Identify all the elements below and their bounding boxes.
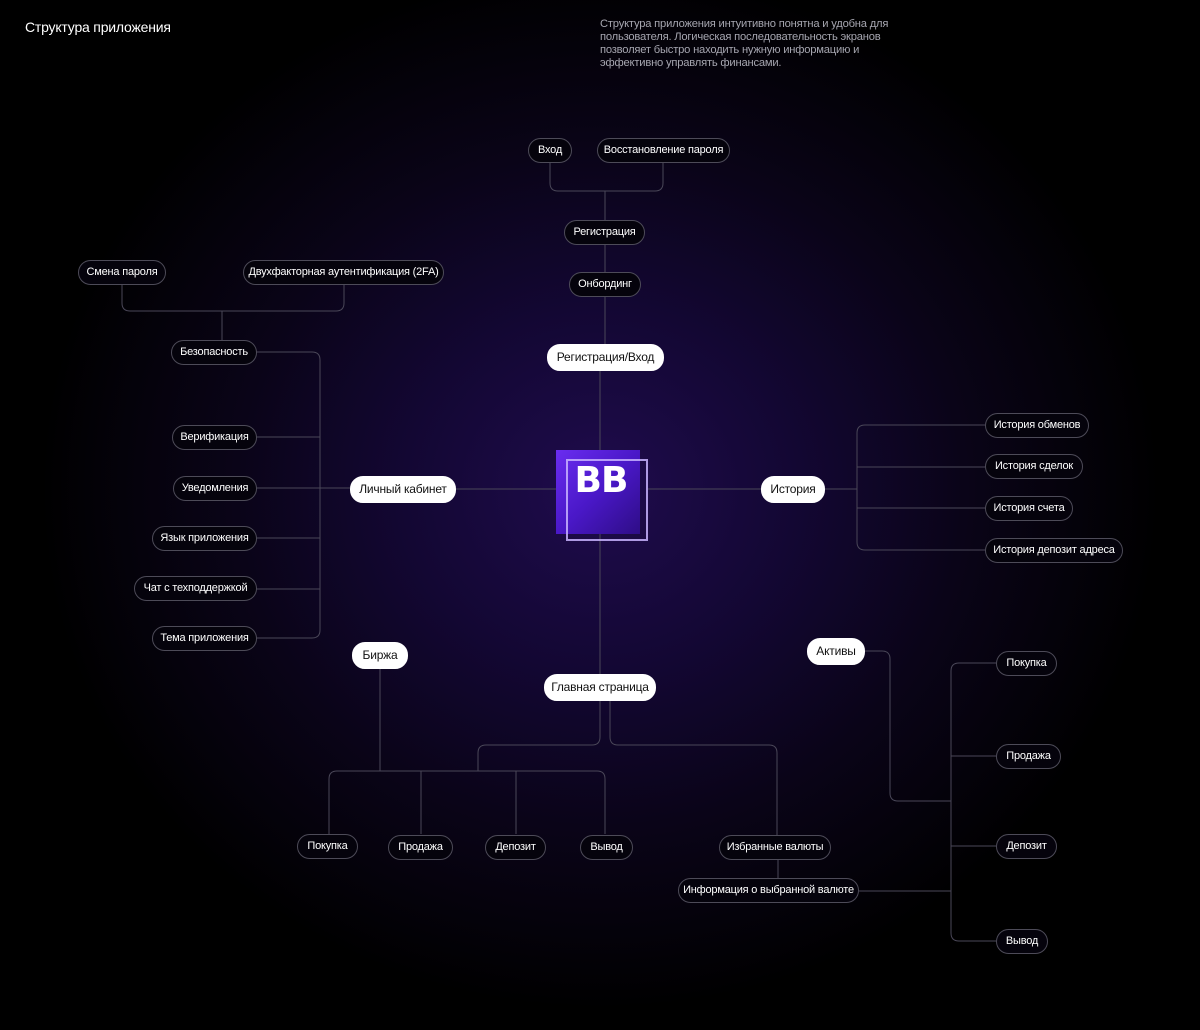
node-assets-main[interactable]: Активы <box>807 638 865 665</box>
page-description: Структура приложения интуитивно понятна … <box>600 18 889 69</box>
node-favorites[interactable]: Избранные валюты <box>719 835 831 860</box>
node-registration[interactable]: Регистрация <box>564 220 645 245</box>
node-history-main[interactable]: История <box>761 476 825 503</box>
node-currency-info[interactable]: Информация о выбранной валюте <box>678 878 859 903</box>
node-login[interactable]: Вход <box>528 138 572 163</box>
node-assets-withdraw[interactable]: Вывод <box>996 929 1048 954</box>
node-security[interactable]: Безопасность <box>171 340 257 365</box>
line-assets-bracket <box>950 662 996 942</box>
node-exchange-buy[interactable]: Покупка <box>297 834 358 859</box>
logo-square <box>556 450 640 534</box>
node-exchange-withdraw[interactable]: Вывод <box>580 835 633 860</box>
node-history-exchanges[interactable]: История обменов <box>985 413 1089 438</box>
page-title: Структура приложения <box>25 19 171 35</box>
node-history-account[interactable]: История счета <box>985 496 1073 521</box>
node-assets-buy[interactable]: Покупка <box>996 651 1057 676</box>
node-support-chat[interactable]: Чат с техподдержкой <box>134 576 257 601</box>
line-auth-leaves <box>549 163 664 192</box>
node-auth-main[interactable]: Регистрация/Вход <box>547 344 664 371</box>
node-exchange-sell[interactable]: Продажа <box>388 835 453 860</box>
node-app-theme[interactable]: Тема приложения <box>152 626 257 651</box>
line-exchange-bracket <box>328 770 606 834</box>
node-exchange-main[interactable]: Биржа <box>352 642 408 669</box>
node-onboarding[interactable]: Онбординг <box>569 272 641 297</box>
line-home-left <box>477 700 601 771</box>
line-history-bracket <box>856 424 985 551</box>
node-2fa[interactable]: Двухфакторная аутентификация (2FA) <box>243 260 444 285</box>
node-assets-sell[interactable]: Продажа <box>996 744 1061 769</box>
node-app-language[interactable]: Язык приложения <box>152 526 257 551</box>
node-profile-main[interactable]: Личный кабинет <box>350 476 456 503</box>
node-verification[interactable]: Верификация <box>172 425 257 450</box>
logo-text: BB <box>574 460 629 501</box>
node-change-password[interactable]: Смена пароля <box>78 260 166 285</box>
node-history-deposit-address[interactable]: История депозит адреса <box>985 538 1123 563</box>
line-home-right <box>609 700 778 836</box>
node-exchange-deposit[interactable]: Депозит <box>485 835 546 860</box>
node-history-deals[interactable]: История сделок <box>985 454 1083 479</box>
node-home-main[interactable]: Главная страница <box>544 674 656 701</box>
line-assets <box>858 650 951 802</box>
node-assets-deposit[interactable]: Депозит <box>996 834 1057 859</box>
logo-frame <box>566 459 648 541</box>
line-profile-bracket <box>256 351 321 639</box>
line-security-children <box>121 285 345 312</box>
node-notifications[interactable]: Уведомления <box>173 476 257 501</box>
node-password-recovery[interactable]: Восстановление пароля <box>597 138 730 163</box>
